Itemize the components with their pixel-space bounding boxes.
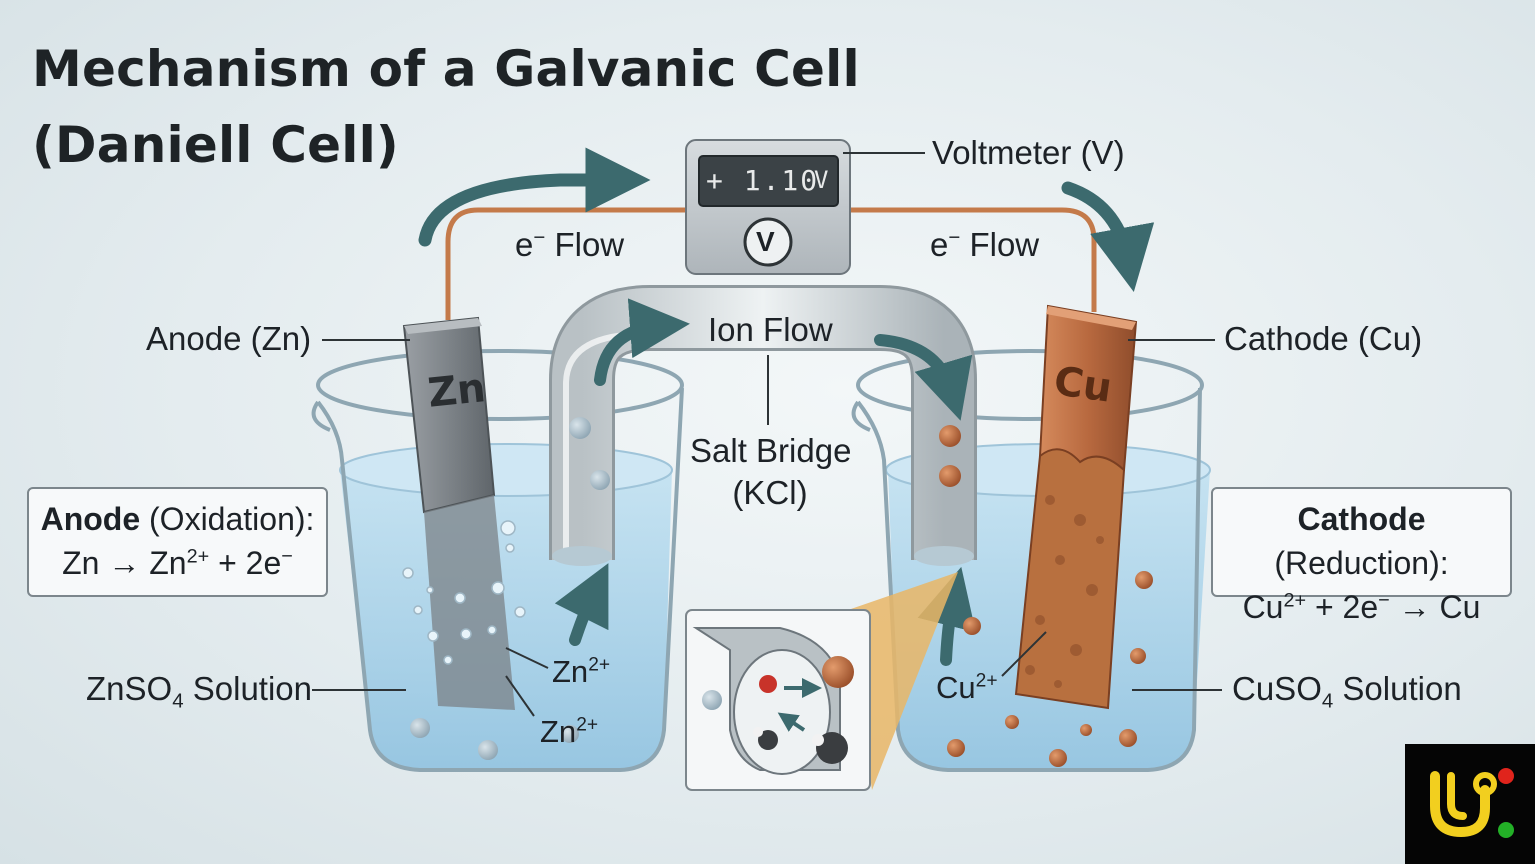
left-solution-label: ZnSO4 Solution <box>86 670 313 713</box>
anode-label: Anode (Zn) <box>146 320 312 357</box>
ion-flow-label: Ion Flow <box>708 311 833 348</box>
zinc-ions <box>410 417 610 760</box>
salt-bridge-icon <box>549 285 977 566</box>
right-solution-label: CuSO4 Solution <box>1232 670 1462 713</box>
voltmeter-label: Voltmeter (V) <box>932 134 1125 171</box>
salt-bridge-zoom-callout <box>685 572 958 791</box>
electron-flow-label-left: e− Flow <box>515 226 625 263</box>
electron-flow-label-right: e− Flow <box>930 226 1040 263</box>
zinc-electrode-icon <box>402 316 515 710</box>
copper-symbol: Cu <box>1051 358 1115 412</box>
leader-lines <box>312 152 1222 717</box>
zinc-ion-label-1: Zn2+ <box>552 654 611 689</box>
voltmeter-icon <box>685 139 851 275</box>
salt-bridge-label: Salt Bridge <box>690 432 852 469</box>
copper-ions <box>939 425 1153 767</box>
salt-bridge-electrolyte: (KCl) <box>732 474 808 511</box>
voltmeter-symbol: V <box>756 226 775 257</box>
logo-icon <box>1405 744 1535 864</box>
ion-flow-arrows <box>554 298 976 666</box>
voltmeter-unit: V <box>814 166 831 194</box>
cathode-label: Cathode (Cu) <box>1224 320 1423 357</box>
page-subtitle: (Daniell Cell) <box>32 116 399 174</box>
zinc-symbol: Zn <box>425 365 488 417</box>
cathode-reaction-box: Cathode (Reduction): Cu2+ + 2e− → Cu <box>1211 487 1512 625</box>
page-title: Mechanism of a Galvanic Cell <box>32 40 860 98</box>
zinc-ion-label-2: Zn2+ <box>540 714 599 749</box>
copper-electrode-icon <box>1014 304 1138 710</box>
voltmeter-reading: + 1.10 <box>706 164 820 197</box>
bubbles <box>402 520 526 665</box>
electron-flow-arrows <box>418 147 1155 292</box>
copper-ion-label: Cu2+ <box>936 670 998 705</box>
anode-reaction-box: Anode (Oxidation): Zn → Zn2+ + 2e− <box>27 487 328 597</box>
